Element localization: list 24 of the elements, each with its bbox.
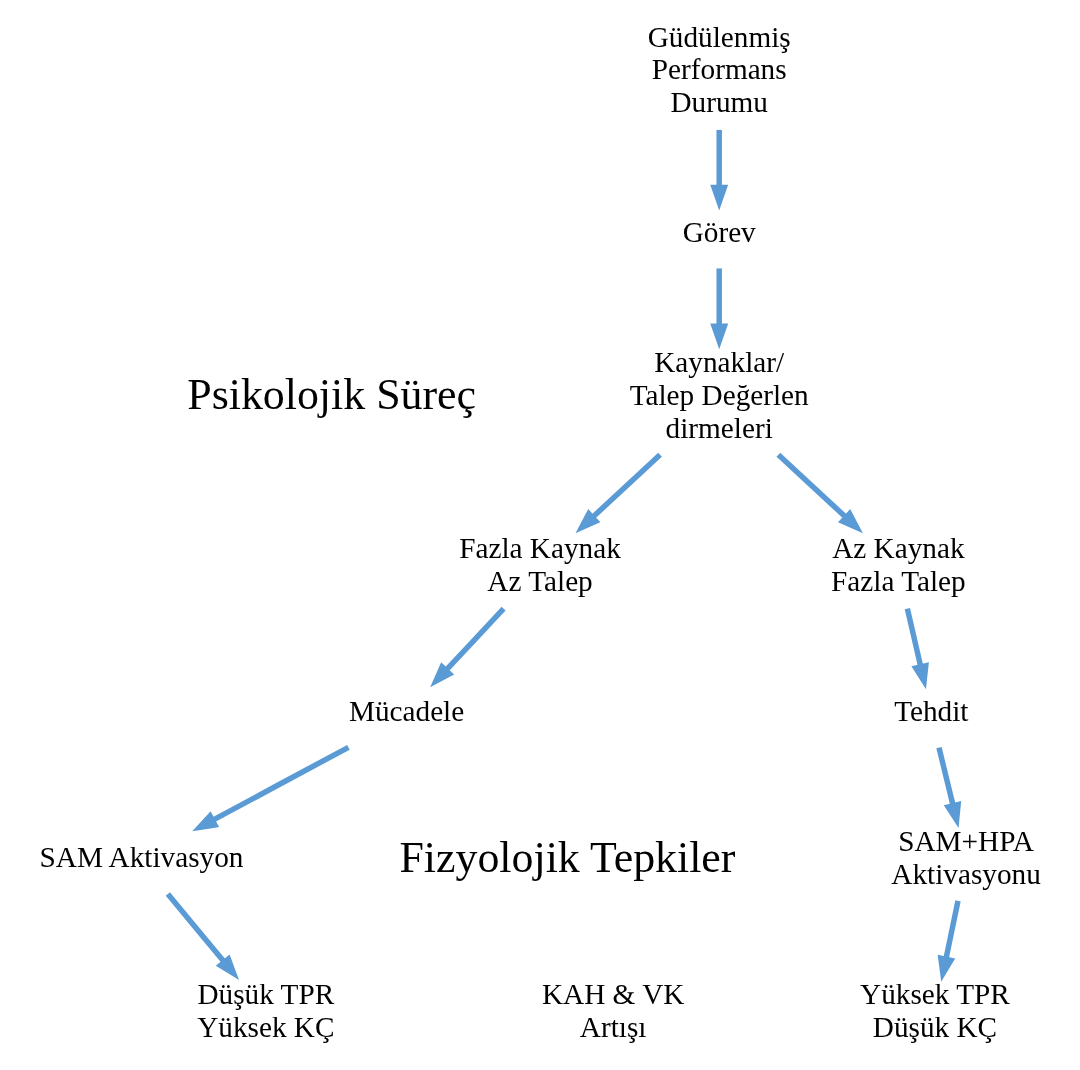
node-text: Görev xyxy=(682,216,756,249)
arrow xyxy=(935,747,961,828)
arrow xyxy=(904,608,929,690)
arrow xyxy=(429,606,506,688)
node-text: Kaynaklar/ Talep Değerlendirmeleri xyxy=(629,345,809,444)
node-text: Yüksek TPR Düşük KÇ xyxy=(859,978,1010,1044)
arrow xyxy=(165,892,239,980)
label: Psikolojik Süreç xyxy=(186,370,476,419)
label: Fizyolojik Tepkiler xyxy=(398,832,735,881)
label: KAH & VK Artışı xyxy=(541,978,684,1044)
node-text: Mücadele xyxy=(348,695,464,728)
arrow xyxy=(575,452,662,534)
node-text: SAM Aktivasyon xyxy=(39,841,243,874)
node-text: Tehdit xyxy=(893,695,968,728)
arrow xyxy=(776,452,863,534)
arrow xyxy=(709,268,728,350)
node-text: Düşük TPR Yüksek KÇ xyxy=(196,978,334,1044)
arrow xyxy=(709,129,728,211)
arrow xyxy=(191,744,350,832)
node-text: Az Kaynak Fazla Talep xyxy=(830,532,966,598)
arrow xyxy=(937,900,961,982)
node-text: SAM+HPA Aktivasyonu xyxy=(890,824,1041,890)
node-text: Güdülenmiş Performans Durumu xyxy=(647,20,791,119)
node-text: Fazla Kaynak Az Talep xyxy=(458,532,621,598)
